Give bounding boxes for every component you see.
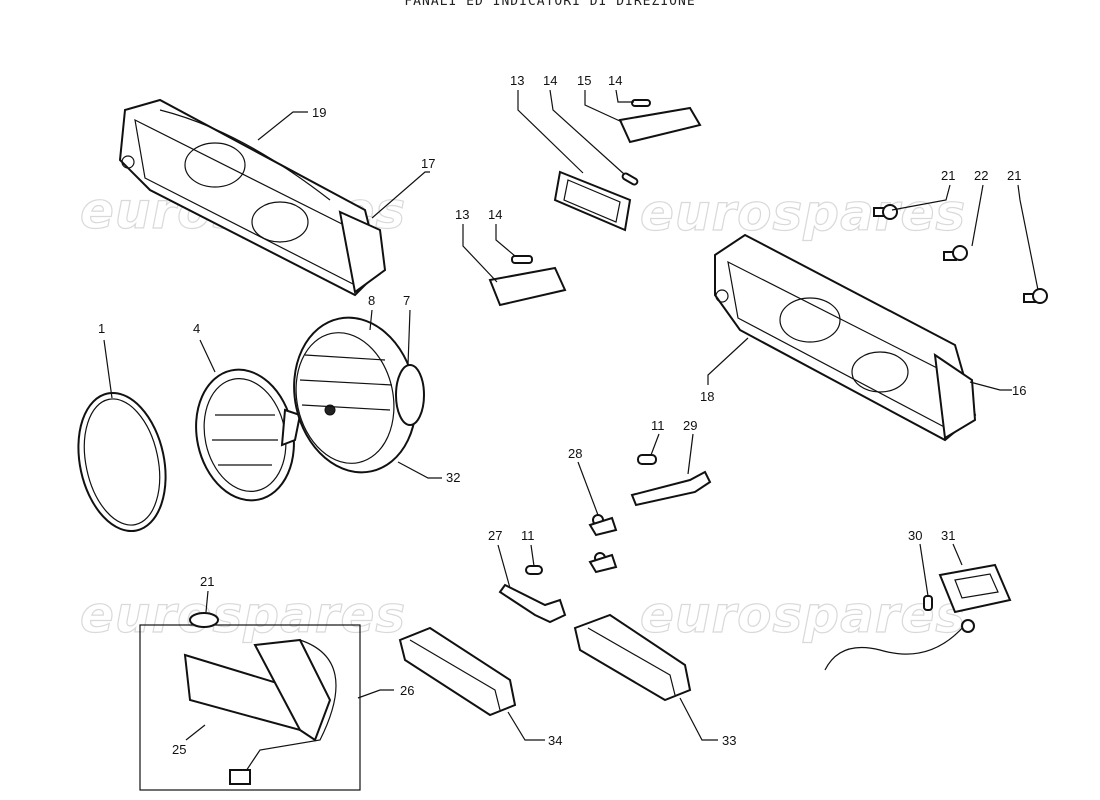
sealed-beam-unit[interactable] (184, 360, 305, 509)
label-26: 26 (400, 683, 414, 698)
label-17: 17 (421, 156, 435, 171)
label-16: 16 (1012, 383, 1026, 398)
label-11-bottom: 11 (521, 528, 535, 543)
label-13-mid: 13 (455, 207, 469, 222)
label-22: 22 (974, 168, 988, 183)
bulbs-group[interactable] (873, 204, 1048, 304)
label-14-c: 14 (488, 207, 502, 222)
diagram-title: FANALI ED INDICATORI DI DIREZIONE (404, 0, 696, 9)
headlamp-body[interactable] (280, 306, 430, 484)
label-13-top: 13 (510, 73, 524, 88)
bulb-bottom-left[interactable] (189, 612, 219, 628)
label-25: 25 (172, 742, 186, 757)
lamp-holder[interactable] (488, 255, 567, 307)
label-21-b: 21 (1007, 168, 1021, 183)
callout-labels: 1 4 7 8 11 11 13 13 14 14 14 15 16 17 18… (98, 73, 1026, 757)
small-parts-centre[interactable] (588, 454, 712, 574)
label-28: 28 (568, 446, 582, 461)
label-14-a: 14 (543, 73, 557, 88)
label-32: 32 (446, 470, 460, 485)
label-33: 33 (722, 733, 736, 748)
watermark-bottom-right: eurospares (640, 586, 966, 644)
label-29: 29 (683, 418, 697, 433)
label-21-c: 21 (200, 574, 214, 589)
label-30: 30 (908, 528, 922, 543)
turn-signal-lens-33[interactable] (573, 613, 692, 702)
label-7: 7 (403, 293, 410, 308)
label-15: 15 (577, 73, 591, 88)
label-18: 18 (700, 389, 714, 404)
label-11-top: 11 (651, 418, 665, 433)
label-4: 4 (193, 321, 200, 336)
rear-light-right[interactable] (714, 233, 977, 442)
label-31: 31 (941, 528, 955, 543)
watermark-top-right: eurospares (640, 184, 966, 242)
label-21-a: 21 (941, 168, 955, 183)
side-repeater-assembly[interactable] (139, 624, 361, 791)
label-8: 8 (368, 293, 375, 308)
leader-lines (103, 89, 1039, 741)
label-14-b: 14 (608, 73, 622, 88)
rear-light-left[interactable] (118, 98, 387, 297)
label-34: 34 (548, 733, 562, 748)
turn-signal-lens-34[interactable] (398, 626, 517, 717)
watermark-bottom-left: eurospares (80, 586, 406, 644)
flasher-socket[interactable] (498, 565, 567, 624)
side-marker-lamp[interactable] (553, 99, 702, 232)
label-19: 19 (312, 105, 326, 120)
label-1: 1 (98, 321, 105, 336)
label-27: 27 (488, 528, 502, 543)
headlamp-rim[interactable] (66, 385, 177, 539)
number-plate-lamp[interactable] (824, 563, 1012, 671)
